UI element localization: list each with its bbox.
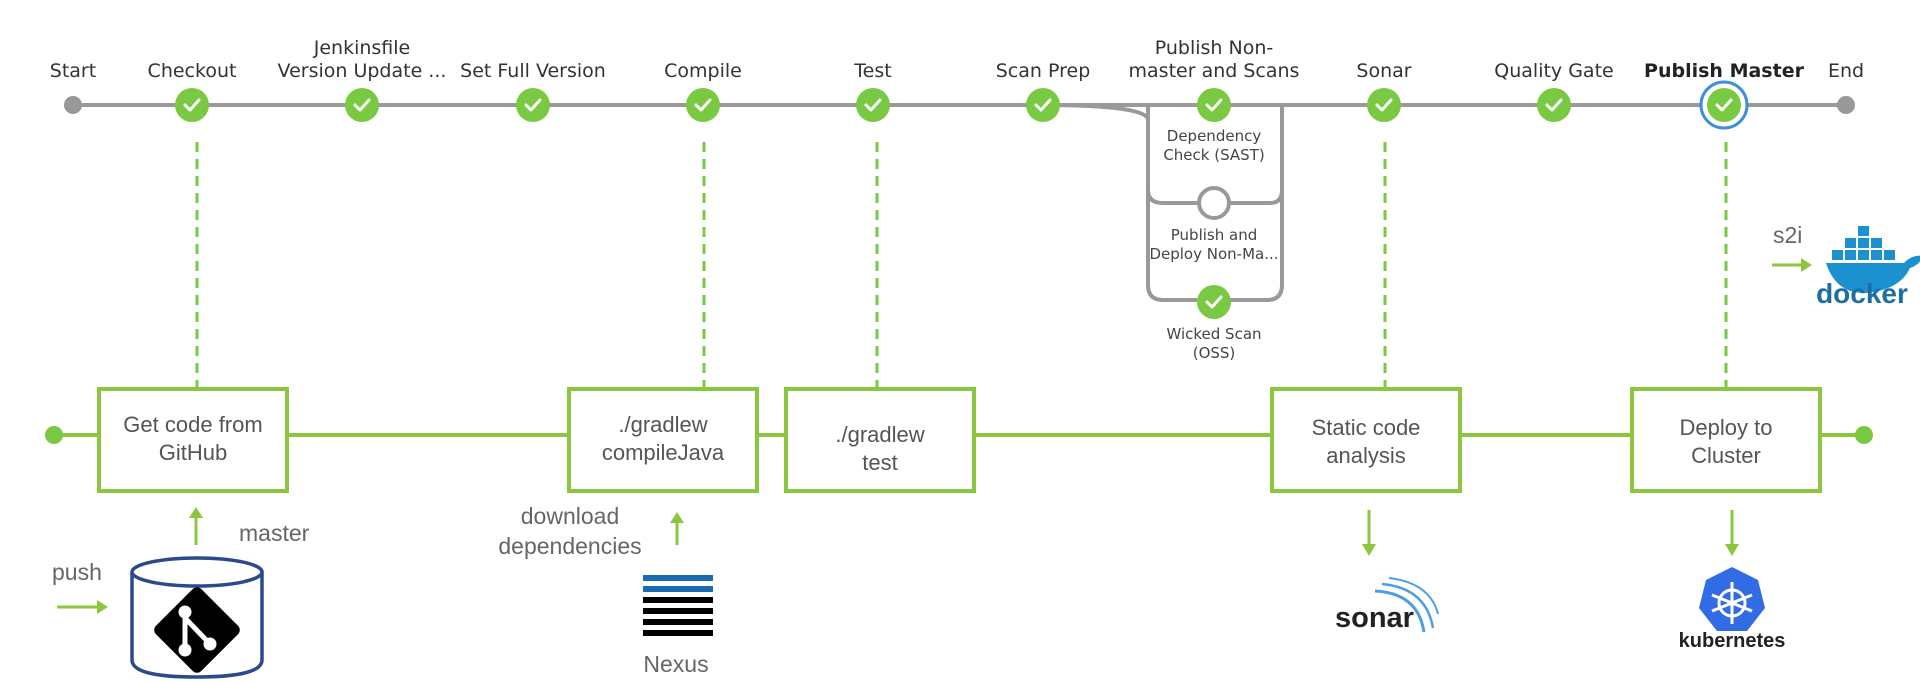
stage-set-full-version-label: Set Full Version [460, 60, 606, 82]
branch-dependency-label: Dependency [1167, 127, 1262, 145]
dashed-connectors [195, 142, 1728, 388]
sonar-logo-text: sonar [1335, 602, 1414, 634]
box-compile-line1: ./gradlew [618, 412, 707, 437]
sonar-logo-icon: sonar [1335, 577, 1439, 634]
branch-publish-deploy-label-2: Deploy Non-Ma... [1149, 245, 1278, 263]
nexus-logo-icon [643, 575, 713, 636]
check-icon [864, 98, 882, 112]
flow-start-dot [45, 426, 63, 444]
dependencies-label: dependencies [498, 533, 641, 559]
stage-compile-label: Compile [664, 60, 742, 82]
stage-compile-node[interactable] [686, 88, 720, 122]
flow-boxes: Get code from GitHub ./gradlew compileJa… [97, 387, 1822, 493]
stage-checkout-node[interactable] [175, 88, 209, 122]
stage-quality-gate-label: Quality Gate [1494, 60, 1613, 82]
box-static-analysis-line2: analysis [1326, 443, 1405, 468]
stage-checkout-label: Checkout [148, 60, 237, 82]
stage-publish-master-node[interactable] [1699, 80, 1749, 130]
master-label: master [239, 520, 310, 546]
end-label: End [1828, 60, 1864, 82]
push-label: push [52, 559, 102, 585]
box-get-code-line1: Get code from [123, 412, 262, 437]
parallel-branches: Dependency Check (SAST) Publish and Depl… [1149, 127, 1278, 362]
check-icon [1715, 98, 1733, 112]
start-node [64, 96, 82, 114]
stage-scan-prep-label: Scan Prep [996, 60, 1091, 82]
arrow-down-icon [1362, 544, 1376, 556]
stage-dependency-check-node[interactable] [1197, 88, 1231, 122]
arrow-right-icon [97, 600, 108, 614]
stage-jenkinsfile-label: Jenkinsfile [313, 37, 411, 59]
box-test-line1: ./gradlew [835, 422, 924, 447]
box-test: ./gradlew test [784, 387, 976, 493]
arrow-up-icon [670, 512, 684, 523]
check-icon [1545, 98, 1563, 112]
arrow-down-icon [1725, 544, 1739, 556]
flow-arrows [57, 258, 1812, 614]
box-compile: ./gradlew compileJava [567, 387, 759, 493]
box-static-analysis-line1: Static code [1312, 415, 1421, 440]
stage-quality-gate-node[interactable] [1537, 88, 1571, 122]
check-icon [1205, 295, 1223, 309]
stage-publish-nonmaster-label: Publish Non- [1155, 37, 1274, 59]
stage-publish-master-label: Publish Master [1644, 60, 1805, 82]
kubernetes-logo-icon: kubernetes [1679, 567, 1786, 652]
check-icon [694, 98, 712, 112]
check-icon [524, 98, 542, 112]
check-icon [183, 98, 201, 112]
branch-dependency-label-2: Check (SAST) [1163, 146, 1264, 164]
nexus-label: Nexus [643, 651, 708, 677]
check-icon [1375, 98, 1393, 112]
kubernetes-logo-text: kubernetes [1679, 630, 1786, 652]
download-label: download [521, 503, 619, 529]
box-get-code: Get code from GitHub [97, 387, 289, 493]
box-compile-line2: compileJava [602, 440, 725, 465]
stage-test-node[interactable] [856, 88, 890, 122]
box-deploy-line1: Deploy to [1680, 415, 1773, 440]
branch-wicked-scan-label-2: (OSS) [1193, 344, 1236, 362]
stage-publish-nonmaster-label-2: master and Scans [1129, 60, 1300, 82]
git-repo-icon [130, 556, 264, 679]
stage-sonar-label: Sonar [1356, 60, 1411, 82]
docker-logo-icon: docker [1816, 226, 1920, 309]
branch-publish-deploy-label: Publish and [1171, 226, 1257, 244]
flow-end-dot [1855, 426, 1873, 444]
start-label: Start [50, 60, 96, 82]
check-icon [1034, 98, 1052, 112]
stage-nodes [175, 80, 1749, 130]
branch-publish-deploy-node[interactable] [1197, 186, 1231, 220]
stage-set-full-version-node[interactable] [516, 88, 550, 122]
box-deploy-line2: Cluster [1691, 443, 1761, 468]
branch-wicked-scan-node[interactable] [1197, 285, 1231, 319]
check-icon [353, 98, 371, 112]
end-node [1837, 96, 1855, 114]
arrow-up-icon [189, 507, 203, 518]
s2i-label: s2i [1773, 222, 1802, 248]
stage-sonar-node[interactable] [1367, 88, 1401, 122]
stage-jenkinsfile-label-2: Version Update ... [278, 60, 447, 82]
check-icon [1205, 98, 1223, 112]
stage-jenkinsfile-node[interactable] [345, 88, 379, 122]
stage-labels: Checkout Jenkinsfile Version Update ... … [148, 37, 1805, 82]
arrow-right-icon [1801, 258, 1812, 272]
docker-logo-text: docker [1816, 278, 1908, 309]
box-test-line2: test [862, 450, 897, 475]
pipeline-track [74, 103, 1846, 302]
box-static-analysis: Static code analysis [1270, 387, 1462, 493]
box-get-code-line2: GitHub [159, 440, 227, 465]
stage-test-label: Test [853, 60, 891, 82]
branch-wicked-scan-label: Wicked Scan [1166, 325, 1261, 343]
box-deploy: Deploy to Cluster [1630, 387, 1822, 493]
stage-scan-prep-node[interactable] [1026, 88, 1060, 122]
